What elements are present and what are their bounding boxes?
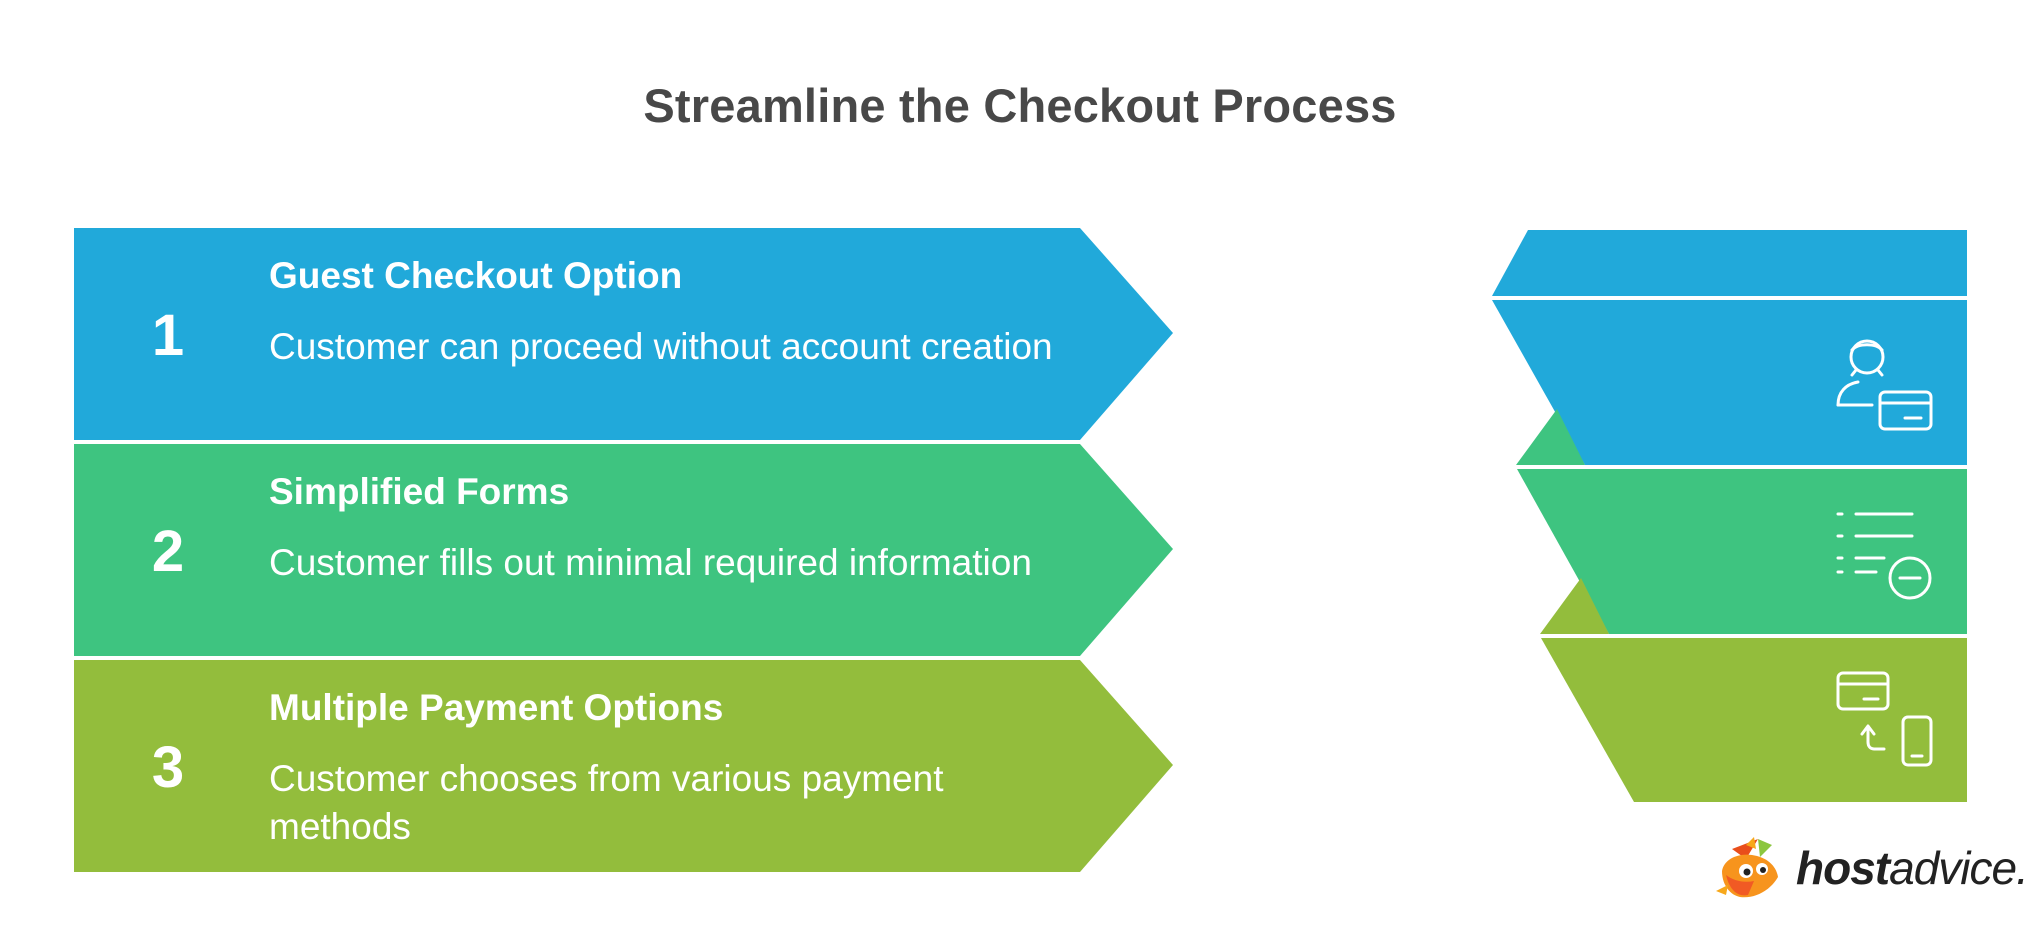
step-1-number: 1: [151, 303, 185, 368]
fox-mascot-icon: [1716, 837, 1778, 898]
brand-wordmark: hostadvice.: [1796, 841, 2029, 895]
brand-name-bold: host: [1796, 842, 1890, 894]
step-1-banner: [74, 228, 1173, 440]
brand-name-light: advice.: [1889, 842, 2029, 894]
step-1-description: Customer can proceed without account cre…: [269, 326, 1053, 367]
step-3-number: 3: [151, 735, 185, 800]
step-2-description: Customer fills out minimal required info…: [269, 542, 1032, 583]
ribbon-step-1: [1492, 300, 1967, 465]
list-minus-icon: [1836, 512, 1932, 600]
step-2-title: Simplified Forms: [269, 471, 570, 512]
ribbon-step-2: [1517, 469, 1967, 634]
page-title: Streamline the Checkout Process: [643, 79, 1397, 132]
step-2-banner: [74, 444, 1173, 656]
ribbon-step-3: [1541, 638, 1967, 802]
step-2-number: 2: [151, 519, 185, 584]
step-3-title: Multiple Payment Options: [269, 687, 724, 728]
step-1-title: Guest Checkout Option: [269, 255, 683, 296]
ribbon-step-2-flap: [1516, 409, 1585, 465]
step-3-banner: [74, 660, 1173, 872]
step-3-description: Customer chooses from various payment me…: [269, 758, 944, 847]
ribbon-step-3-flap: [1540, 578, 1609, 634]
card-phone-icon: [1836, 671, 1933, 767]
user-card-icon: [1836, 339, 1933, 431]
brand-logo: hostadvice.: [1712, 835, 2032, 905]
ribbon-top-fold: [1492, 230, 1967, 296]
